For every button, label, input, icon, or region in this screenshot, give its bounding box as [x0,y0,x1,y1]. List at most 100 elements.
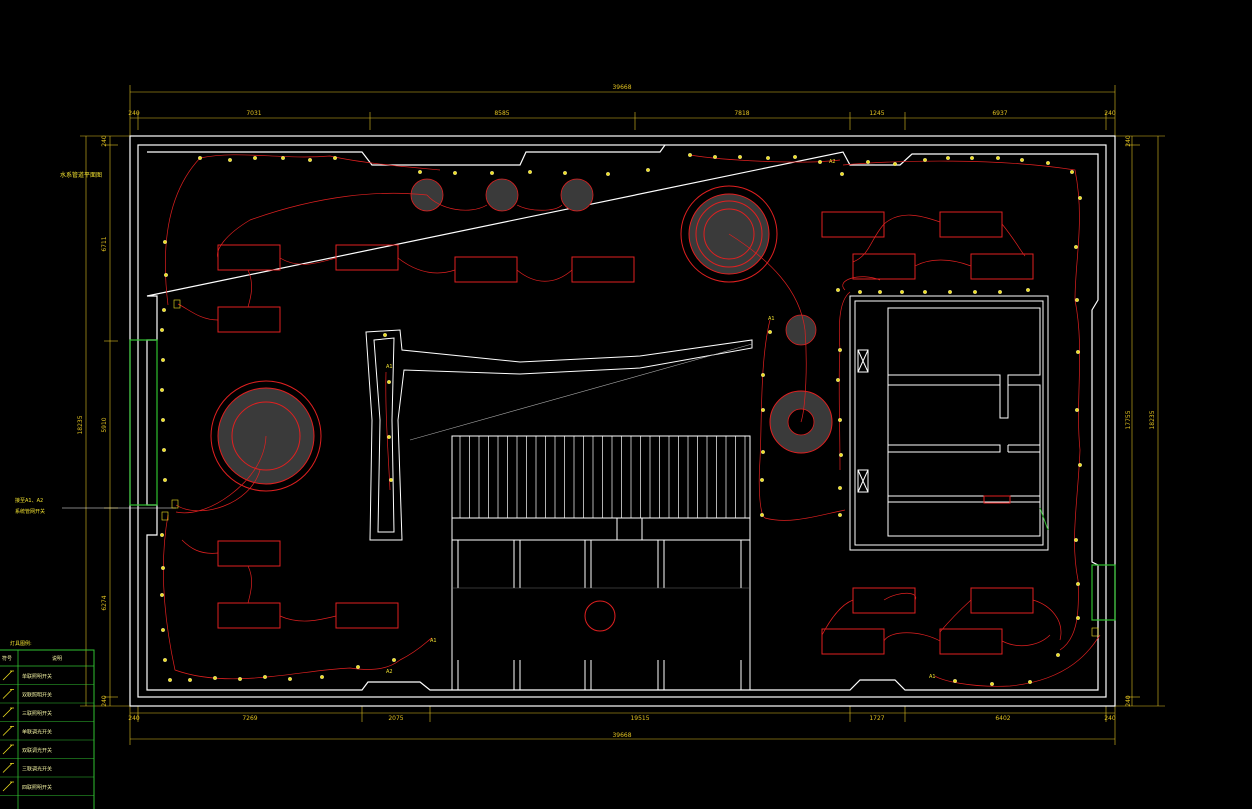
light-fixture-dot [838,513,842,517]
light-fixture-dot [320,675,324,679]
light-fixture-dot [1076,582,1080,586]
plan-title: 水系管道平面图 [60,171,102,179]
left-dim-4: 6274 [101,595,108,610]
bottom-dim-4: 19515 [630,715,649,722]
light-fixture-dot [1076,616,1080,620]
legend-header-desc: 说明 [52,655,62,662]
legend-row-label: 单联调光开关 [22,729,52,736]
light-fixture-dot [1075,298,1079,302]
light-fixture-dot [839,453,843,457]
light-fixture-dot [838,418,842,422]
light-fixture-dot [761,373,765,377]
bottom-dim-2: 7269 [242,715,257,722]
light-fixture-dot [818,160,822,164]
light-fixture-dot [387,380,391,384]
light-fixture-dot [333,156,337,160]
dimension-labels: 39668 240 7031 8585 7818 1245 6937 240 2… [77,84,1156,739]
equipment-room [849,295,1049,551]
light-fixture-dot [793,155,797,159]
bottom-dim-3: 2075 [388,715,403,722]
circuit-lines [162,154,1101,687]
left-dim-2: 6711 [101,236,108,251]
light-fixture-dot [953,679,957,683]
interior-wall [146,144,1099,691]
switch-symbol-icon [2,689,14,699]
bottom-dim-1: 240 [128,715,140,722]
light-fixture-dot [1026,288,1030,292]
walls [129,135,1116,707]
bottom-dim-7: 240 [1104,715,1116,722]
light-fixture-dot [893,162,897,166]
left-dim-1: 240 [101,135,108,147]
light-fixture-dot [161,358,165,362]
light-fixture-dot [490,171,494,175]
left-window [129,339,158,506]
note-line-1: 接至A1、A2 [15,497,43,504]
light-fixture-dot [163,658,167,662]
light-fixture-dot [160,533,164,537]
annotations: 水系管道平面图 接至A1、A2 系统管网开关 A1 A1 A2 A2 A1 A1 [15,159,1099,680]
tag-a1-stair: A1 [386,364,393,370]
switch-symbol-icon [2,781,14,792]
switch-symbol-icon [2,744,14,755]
light-fixture-dot [228,158,232,162]
left-dim-5: 240 [101,695,108,707]
top-dim-6: 6937 [992,110,1007,117]
light-fixture-dot [528,170,532,174]
light-fixture-dot [606,172,610,176]
light-fixture-dot [1078,196,1082,200]
light-fixture-dot [768,330,772,334]
light-fixture-dot [163,478,167,482]
light-fixture-dot [160,388,164,392]
rect-fixtures [217,211,1034,655]
light-fixture-dot [168,678,172,682]
pool-features [210,178,833,632]
light-fixture-dot [646,168,650,172]
light-fixture-dot [838,486,842,490]
light-fixture-dot [1074,245,1078,249]
light-fixture-dot [387,435,391,439]
bottom-dim-5: 1727 [869,715,884,722]
legend-header-symbol: 符号 [2,655,12,662]
light-fixture-dot [163,240,167,244]
tag-a2-top: A2 [829,159,836,165]
light-fixture-dot [836,378,840,382]
light-fixture-dot [866,160,870,164]
light-fixture-dot [738,155,742,159]
light-fixture-dot [900,290,904,294]
light-fixture-dot [308,158,312,162]
light-fixture-dot [1046,161,1050,165]
top-dim-7: 240 [1104,110,1116,117]
light-fixture-dot [162,308,166,312]
light-fixture-dot [288,677,292,681]
top-dim-1: 240 [128,110,140,117]
light-fixture-dot [238,677,242,681]
light-fixture-dot [878,290,882,294]
light-fixture-dot [160,328,164,332]
light-fixture-dot [713,155,717,159]
central-structure [365,329,753,541]
light-fixture-dot [970,156,974,160]
light-fixture-dot [688,153,692,157]
legend-row-label: 双联调光开关 [22,747,52,754]
stair-treads [459,436,746,518]
light-fixture-dot [164,273,168,277]
legend-row-label: 四联照明开关 [22,784,52,791]
dimension-lines [80,85,1165,745]
light-fixture-dot [923,290,927,294]
light-fixture-dot [840,172,844,176]
light-fixture-dot [281,156,285,160]
legend-row-label: 单联照明开关 [22,673,52,680]
light-fixture-dot [453,171,457,175]
switch-symbol-icon [2,726,14,736]
light-fixture-dot [836,288,840,292]
legend-row-label: 三联照明开关 [22,710,52,717]
light-fixture-dot [990,682,994,686]
top-dim-5: 1245 [869,110,884,117]
light-fixture-dot [188,678,192,682]
light-fixture-dot [1075,408,1079,412]
light-fixture-dot [1076,350,1080,354]
light-fixture-dot [923,158,927,162]
light-fixture-dot [761,408,765,412]
